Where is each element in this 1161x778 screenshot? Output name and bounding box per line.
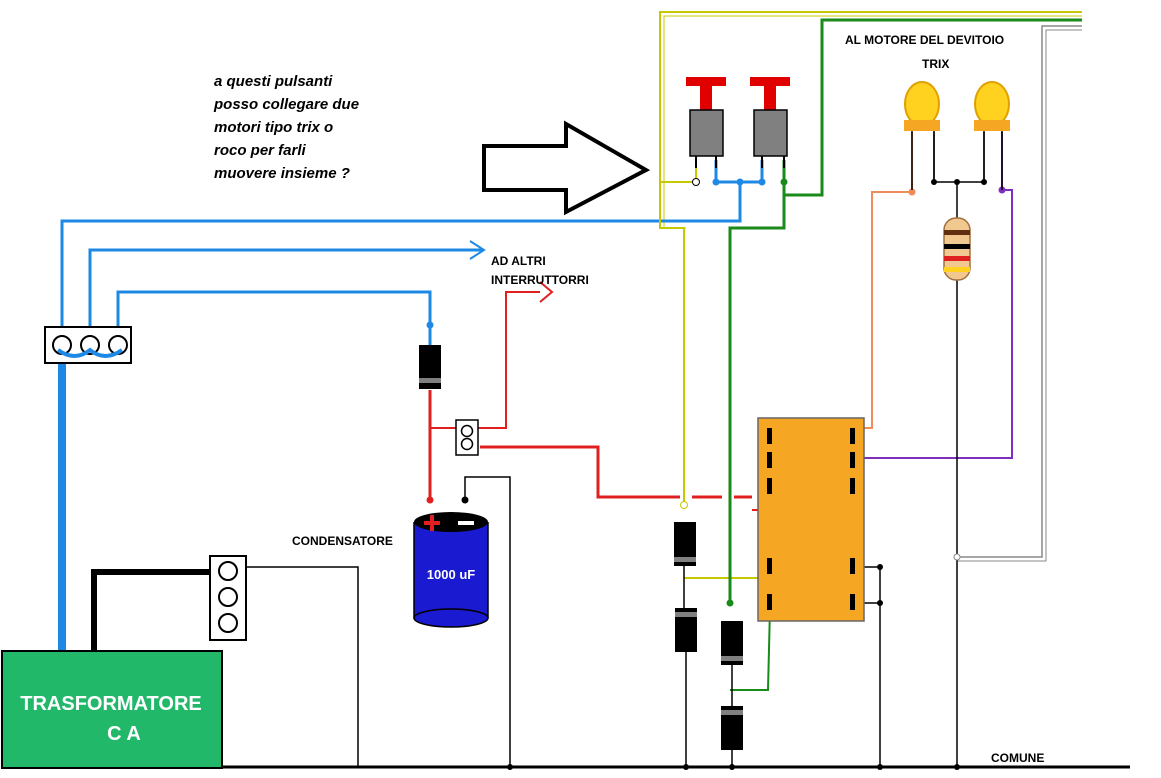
diode-relay-2 bbox=[675, 608, 697, 652]
note-line-2: posso collegare due bbox=[213, 96, 359, 113]
big-arrow bbox=[482, 120, 651, 216]
other-switches-line2: INTERRUTTORRI bbox=[491, 273, 589, 287]
capacitor: 1000 uF bbox=[413, 512, 489, 628]
transformer-label-line2: C A bbox=[107, 723, 141, 745]
junctions bbox=[91, 178, 1006, 770]
transformer-wire-bold bbox=[91, 569, 234, 652]
green-button-wire bbox=[728, 160, 786, 603]
push-button-right bbox=[750, 77, 790, 168]
terminal-to-ground bbox=[234, 566, 359, 767]
yellow-top-wire bbox=[659, 11, 1082, 228]
note-line-4: roco per farli bbox=[214, 142, 307, 159]
blue-wire-3 bbox=[116, 290, 432, 345]
resistor bbox=[943, 217, 971, 281]
terminal-small bbox=[455, 419, 479, 456]
note-line-3: motori tipo trix o bbox=[214, 119, 333, 136]
blue-wire-2 bbox=[88, 248, 482, 345]
yellow-button-wire bbox=[659, 160, 697, 505]
green-relay-wire bbox=[730, 607, 771, 691]
other-switches-line1: AD ALTRI bbox=[491, 254, 546, 268]
green-top-wire bbox=[784, 18, 1082, 197]
diode-relay-1 bbox=[674, 522, 696, 566]
terminal-block-top bbox=[44, 326, 132, 364]
gray-right-wire bbox=[957, 25, 1082, 558]
question-note: a questi pulsanti posso collegare due mo… bbox=[213, 73, 359, 182]
diode-relay-3 bbox=[721, 621, 743, 665]
lamp-right bbox=[974, 81, 1010, 190]
terminal-block-lower bbox=[209, 555, 247, 641]
transformer: TRASFORMATORE C A bbox=[1, 650, 223, 769]
note-line-1: a questi pulsanti bbox=[214, 73, 333, 90]
diode-relay-4 bbox=[721, 706, 743, 750]
capacitor-neg-wire bbox=[464, 476, 511, 767]
motor-label-line1: AL MOTORE DEL DEVITOIO bbox=[845, 33, 1004, 47]
note-line-5: muovere insieme ? bbox=[214, 165, 350, 182]
wires bbox=[58, 11, 1130, 769]
lamp-left bbox=[904, 81, 940, 190]
red-wire-to-relay bbox=[480, 445, 680, 499]
yellow-top-wire-inner bbox=[663, 15, 1082, 228]
red-wire-arrow bbox=[539, 281, 554, 303]
push-button-left bbox=[686, 77, 726, 168]
capacitor-label: CONDENSATORE bbox=[292, 534, 393, 548]
capacitor-value: 1000 uF bbox=[427, 567, 475, 582]
red-wire-to-terminal bbox=[430, 291, 540, 429]
orange-lamp-wire bbox=[852, 132, 913, 429]
blue-wire-2-arrow bbox=[469, 240, 486, 260]
motor-label-line2: TRIX bbox=[922, 57, 949, 71]
transformer-label-line1: TRASFORMATORE bbox=[20, 693, 201, 715]
lamp-common bbox=[933, 132, 985, 183]
diode-top bbox=[419, 345, 441, 389]
relay bbox=[757, 417, 865, 622]
gray-right-wire-2 bbox=[957, 29, 1082, 562]
blue-wire-1 bbox=[60, 182, 742, 345]
common-label: COMUNE bbox=[991, 751, 1044, 765]
